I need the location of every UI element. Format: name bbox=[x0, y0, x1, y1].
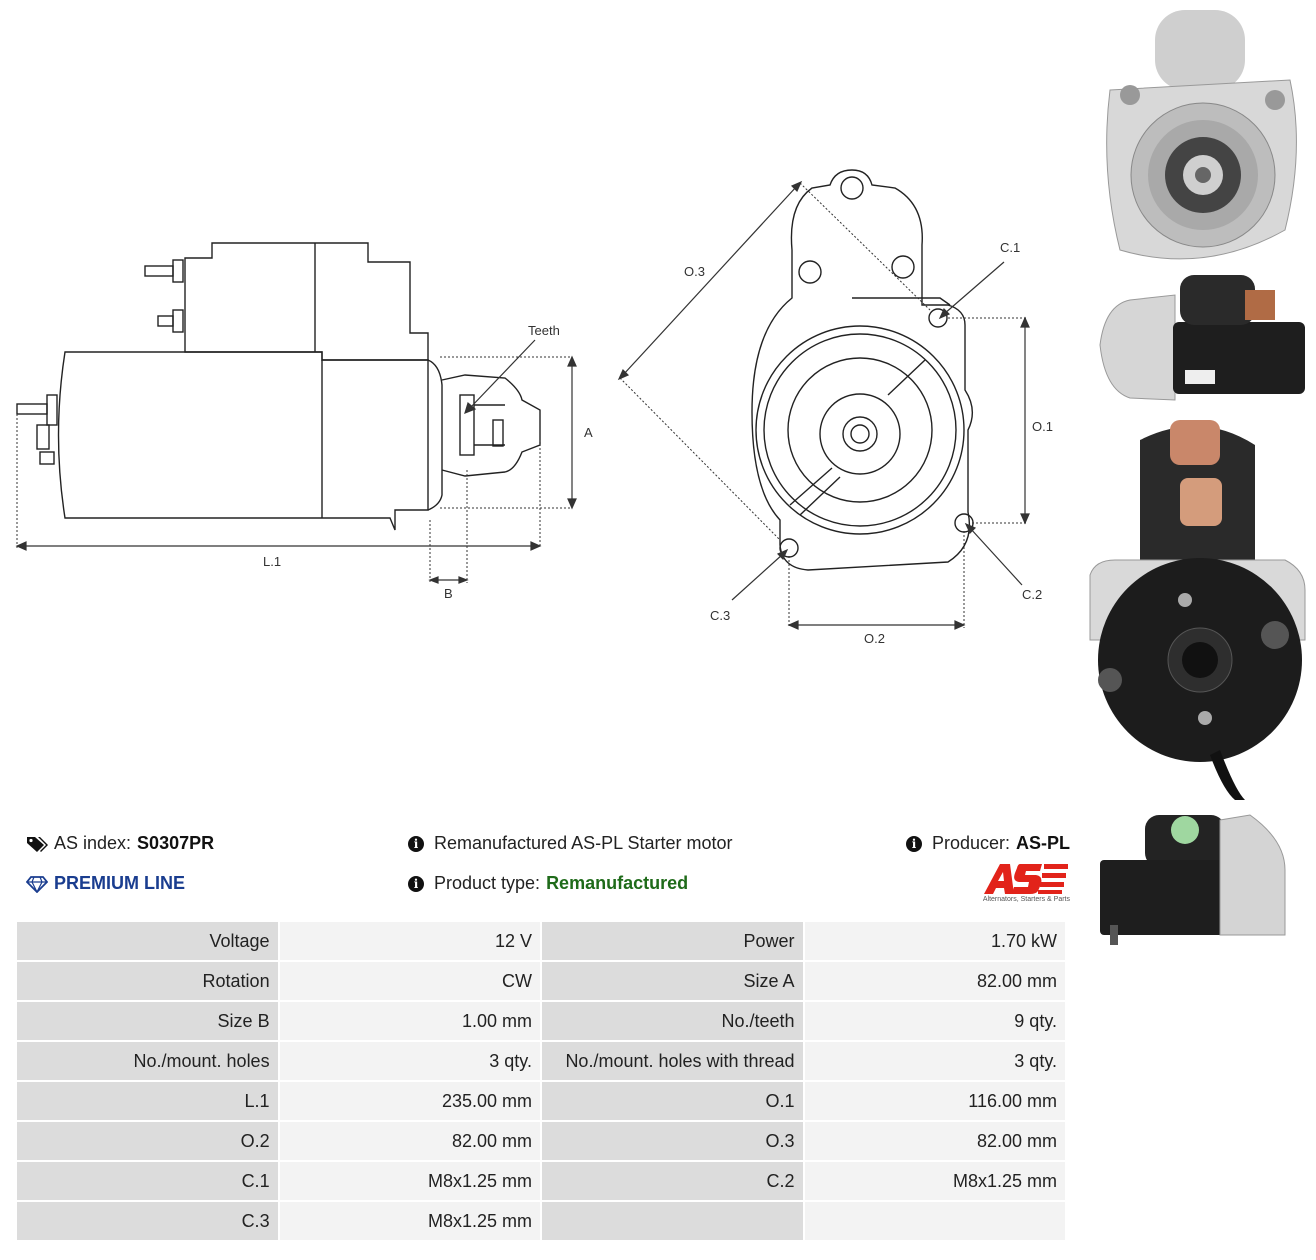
as-logo-mark bbox=[984, 864, 1068, 894]
spec-value: 3 qty. bbox=[804, 1042, 1065, 1080]
spec-key: O.1 bbox=[541, 1082, 803, 1120]
product-type-value: Remanufactured bbox=[546, 873, 689, 893]
table-row: C.3 M8x1.25 mm bbox=[17, 1202, 1065, 1240]
product-type: i Product type: Remanufactured bbox=[408, 873, 688, 894]
label-o3: O.3 bbox=[684, 264, 705, 279]
premium-line-label: PREMIUM LINE bbox=[54, 873, 186, 893]
table-row: No./mount. holes 3 qty. No./mount. holes… bbox=[17, 1042, 1065, 1080]
spec-key: Size B bbox=[17, 1002, 278, 1040]
spec-value: 1.00 mm bbox=[279, 1002, 540, 1040]
photo-drive-end-image bbox=[1106, 10, 1297, 260]
premium-line: PREMIUM LINE bbox=[26, 873, 185, 894]
spec-key: Rotation bbox=[17, 962, 278, 1000]
label-c3: C.3 bbox=[710, 608, 730, 623]
label-o1: O.1 bbox=[1032, 419, 1053, 434]
label-l1: L.1 bbox=[263, 554, 281, 569]
spec-key: O.2 bbox=[17, 1122, 278, 1160]
product-photos bbox=[1089, 10, 1306, 945]
info-icon: i bbox=[906, 835, 922, 852]
specifications-table: Voltage 12 V Power 1.70 kW Rotation CW S… bbox=[15, 920, 1067, 1242]
as-index-value: S0307PR bbox=[137, 833, 215, 853]
info-icon: i bbox=[408, 835, 424, 852]
table-row: Voltage 12 V Power 1.70 kW bbox=[17, 922, 1065, 960]
table-row: O.2 82.00 mm O.3 82.00 mm bbox=[17, 1122, 1065, 1160]
spec-key: O.3 bbox=[541, 1122, 803, 1160]
photo-rear-side-image bbox=[1100, 814, 1286, 945]
spec-key: C.1 bbox=[17, 1162, 278, 1200]
table-row: Rotation CW Size A 82.00 mm bbox=[17, 962, 1065, 1000]
spec-value: 9 qty. bbox=[804, 1002, 1065, 1040]
product-type-label: Product type: bbox=[434, 873, 541, 893]
as-logo: Alternators, Starters & Parts bbox=[962, 862, 1070, 908]
label-o2: O.2 bbox=[864, 631, 885, 646]
motor-body-outline bbox=[57, 351, 429, 531]
tags-icon bbox=[27, 836, 48, 852]
spec-key: No./mount. holes with thread bbox=[541, 1042, 803, 1080]
spec-value: M8x1.25 mm bbox=[804, 1162, 1065, 1200]
spec-key: Voltage bbox=[17, 922, 278, 960]
spec-value: 82.00 mm bbox=[804, 1122, 1065, 1160]
spec-key bbox=[541, 1202, 803, 1240]
hole-c1 bbox=[928, 308, 948, 328]
flange-outline bbox=[751, 169, 973, 571]
spec-value: 12 V bbox=[279, 922, 540, 960]
photo-side-view-image bbox=[1099, 275, 1305, 401]
photo-commutator-end-image bbox=[1089, 420, 1306, 800]
description-text: Remanufactured AS-PL Starter motor bbox=[434, 833, 733, 853]
label-teeth: Teeth bbox=[528, 323, 560, 338]
spec-key: Size A bbox=[541, 962, 803, 1000]
table-row: L.1 235.00 mm O.1 116.00 mm bbox=[17, 1082, 1065, 1120]
description: i Remanufactured AS-PL Starter motor bbox=[408, 833, 732, 854]
spec-value: M8x1.25 mm bbox=[279, 1162, 540, 1200]
spec-value: 3 qty. bbox=[279, 1042, 540, 1080]
producer-label: Producer: bbox=[932, 833, 1011, 853]
spec-key: C.3 bbox=[17, 1202, 278, 1240]
spec-key: Power bbox=[541, 922, 803, 960]
spec-value: 82.00 mm bbox=[279, 1122, 540, 1160]
info-icon: i bbox=[408, 875, 424, 892]
table-row: Size B 1.00 mm No./teeth 9 qty. bbox=[17, 1002, 1065, 1040]
spec-value: 1.70 kW bbox=[804, 922, 1065, 960]
spec-value: CW bbox=[279, 962, 540, 1000]
spec-value: 235.00 mm bbox=[279, 1082, 540, 1120]
spec-key: C.2 bbox=[541, 1162, 803, 1200]
table-row: C.1 M8x1.25 mm C.2 M8x1.25 mm bbox=[17, 1162, 1065, 1200]
diamond-icon bbox=[26, 875, 48, 893]
label-b: B bbox=[444, 586, 453, 601]
label-a: A bbox=[584, 425, 593, 440]
technical-drawing: Teeth A L.1 B bbox=[15, 169, 1053, 646]
spec-key: L.1 bbox=[17, 1082, 278, 1120]
label-c2: C.2 bbox=[1022, 587, 1042, 602]
spec-key: No./mount. holes bbox=[17, 1042, 278, 1080]
spec-value bbox=[804, 1202, 1065, 1240]
spec-value: 82.00 mm bbox=[804, 962, 1065, 1000]
as-index: AS index: S0307PR bbox=[26, 833, 214, 854]
spec-value: M8x1.25 mm bbox=[279, 1202, 540, 1240]
producer-value: AS-PL bbox=[1016, 833, 1071, 853]
as-index-label: AS index: bbox=[54, 833, 132, 853]
as-logo-tagline: Alternators, Starters & Parts bbox=[982, 896, 1070, 903]
spec-key: No./teeth bbox=[541, 1002, 803, 1040]
spec-value: 116.00 mm bbox=[804, 1082, 1065, 1120]
label-c1: C.1 bbox=[1000, 240, 1020, 255]
solenoid-outline bbox=[184, 242, 429, 361]
producer: i Producer: AS-PL bbox=[906, 833, 1070, 854]
